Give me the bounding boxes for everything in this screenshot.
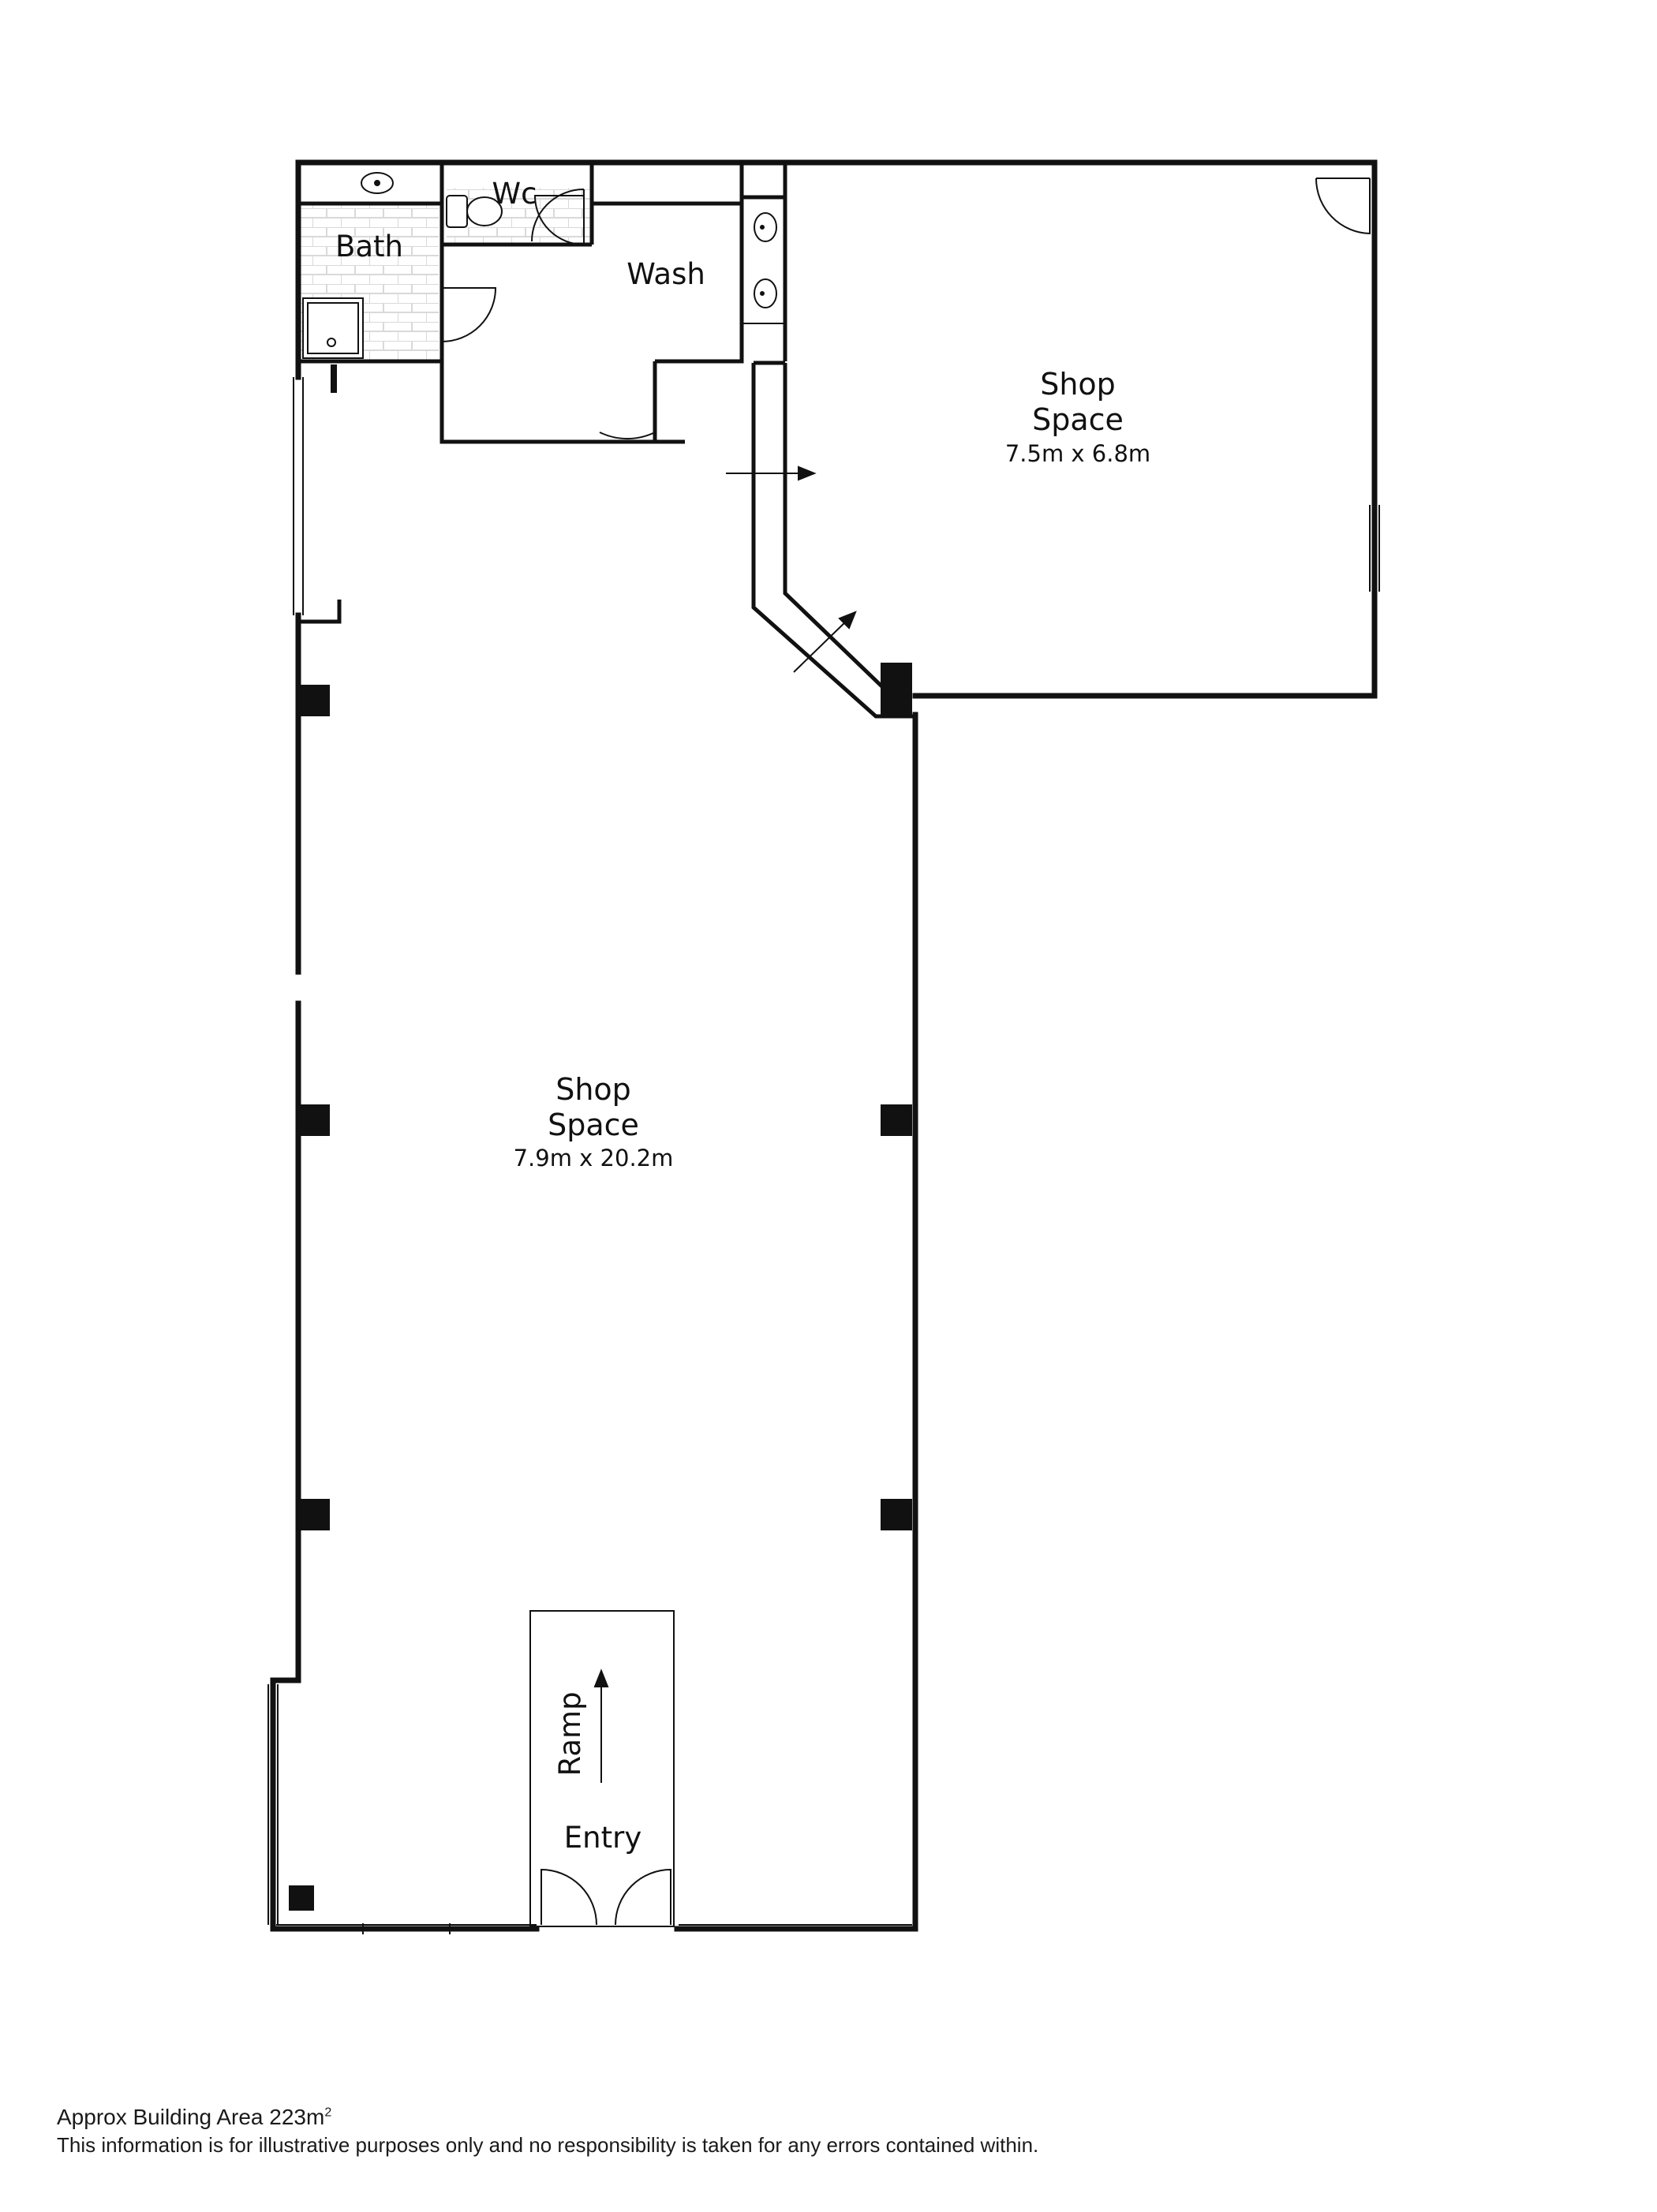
wash-label: Wash — [627, 257, 705, 291]
area-unit-superscript: 2 — [324, 2106, 332, 2120]
fixtures — [302, 172, 786, 359]
building-area-text: Approx Building Area 223m — [57, 2105, 325, 2129]
basin-2-icon — [754, 278, 777, 308]
basin-1-icon — [754, 212, 777, 242]
ramp-label: Ramp — [553, 1691, 587, 1776]
ramp — [529, 1610, 675, 1927]
door-swings — [441, 177, 1371, 1926]
shop-main-title-2: Space — [548, 1108, 639, 1142]
entry-label: Entry — [564, 1821, 641, 1855]
window-lines — [267, 377, 1380, 1934]
exterior-walls — [270, 159, 1378, 1932]
shop-rear-dims: 7.5m x 6.8m — [1005, 440, 1150, 467]
building-area-note: Approx Building Area 223m2 — [57, 2105, 331, 2130]
shop-rear-title-2: Space — [1032, 402, 1124, 437]
shop-main-dims: 7.9m x 20.2m — [514, 1145, 674, 1171]
toilet-icon — [446, 195, 468, 228]
columns — [289, 663, 912, 1911]
shop-rear-title-1: Shop — [1040, 367, 1116, 402]
shop-main-title-1: Shop — [555, 1072, 631, 1107]
wc-label: Wc — [492, 177, 537, 211]
direction-arrows — [726, 465, 857, 673]
bath-label: Bath — [335, 230, 403, 263]
disclaimer-text: This information is for illustrative pur… — [57, 2133, 1039, 2157]
